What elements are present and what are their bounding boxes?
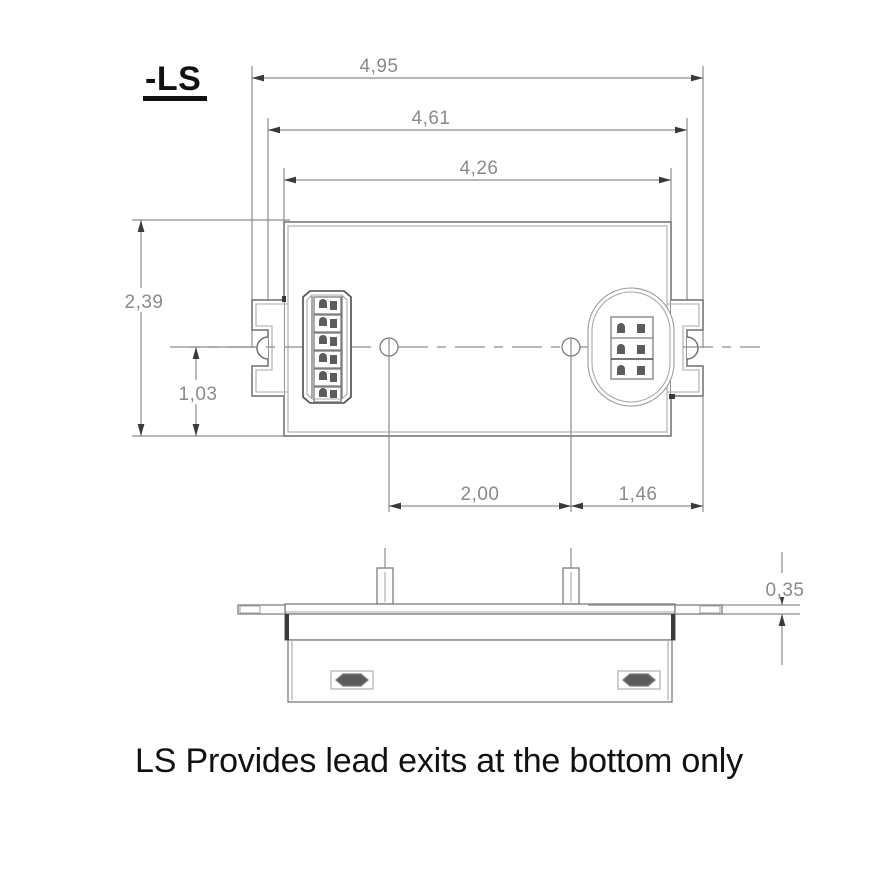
terminal-cell — [617, 344, 645, 354]
dimension-4-26-label: 4,26 — [460, 158, 499, 179]
dimension-0-35: 0,35 — [588, 552, 818, 665]
dimension-4-26: 4,26 — [284, 154, 671, 184]
dimension-4-61: 4,61 — [268, 104, 687, 134]
arrow-top — [192, 347, 200, 359]
terminal-cell — [313, 386, 342, 403]
arrow-right — [675, 126, 687, 134]
right-connector — [587, 287, 675, 407]
terminal-cell — [313, 350, 342, 369]
mounting-holes — [379, 337, 581, 512]
left-connector-cells — [313, 296, 342, 403]
terminal-cell — [313, 332, 342, 351]
terminal-cell — [617, 365, 645, 375]
arrow-left — [571, 502, 583, 510]
terminal-cell — [313, 368, 342, 387]
part-label-underline — [143, 96, 207, 101]
dimension-2-00-label: 2,00 — [461, 484, 500, 505]
arrow-right — [691, 74, 703, 82]
dimension-2-39-label: 2,39 — [125, 292, 164, 313]
arrow-bottom — [137, 424, 145, 436]
dimension-4-61-label: 4,61 — [412, 108, 451, 129]
dimension-2-00: 2,00 — [389, 480, 571, 510]
arrow-left — [268, 126, 280, 134]
terminal-cell — [313, 296, 342, 315]
terminal-cell — [617, 323, 645, 333]
dimension-4-95-label: 4,95 — [360, 56, 399, 77]
right-connector-cells — [617, 323, 645, 375]
dimension-1-46: 1,46 — [571, 480, 703, 510]
top-view: 4,95 4,61 4,26 — [114, 52, 760, 512]
dimension-4-95: 4,95 — [252, 52, 703, 82]
part-label-text: -LS — [145, 60, 201, 98]
side-view: 0,35 — [237, 548, 818, 703]
slot-left — [330, 670, 374, 690]
dimension-1-46-label: 1,46 — [619, 484, 658, 505]
arrow-bottom — [778, 614, 786, 626]
arrow-left — [252, 74, 264, 82]
dimension-0-35-label: 0,35 — [766, 580, 805, 601]
terminal-cell — [313, 314, 342, 333]
arrow-right — [559, 502, 571, 510]
caption-text: LS Provides lead exits at the bottom onl… — [135, 742, 743, 780]
mounting-posts — [376, 567, 580, 605]
arrow-top — [137, 220, 145, 232]
arrow-bottom — [192, 424, 200, 436]
part-label-group: -LS — [143, 60, 207, 101]
dimension-2-39: 2,39 — [114, 219, 290, 437]
bottom-slots — [330, 670, 661, 690]
left-connector — [302, 290, 352, 404]
arrow-left — [389, 502, 401, 510]
arrow-right — [659, 176, 671, 184]
dimension-1-03: 1,03 — [168, 346, 290, 436]
arrow-right — [691, 502, 703, 510]
dimension-1-03-label: 1,03 — [179, 384, 218, 405]
slot-right — [617, 670, 661, 690]
arrow-left — [284, 176, 296, 184]
